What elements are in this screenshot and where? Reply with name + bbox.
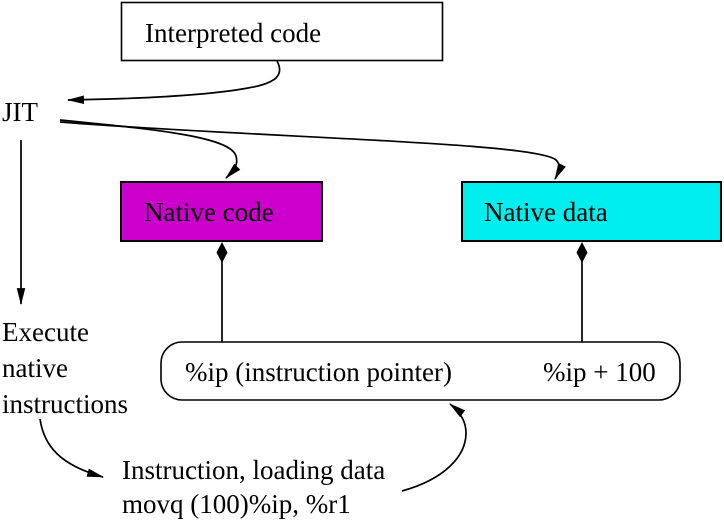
arrow-execute-to-instruction [39, 418, 105, 478]
instruction-label-line1: Instruction, loading data [122, 455, 385, 485]
jit-label: JIT [2, 97, 38, 127]
execute-label-line1: Execute [2, 317, 89, 347]
instruction-label-line2: movq (100)%ip, %r1 [122, 489, 351, 519]
interpreted-code-box [120, 1, 444, 62]
execute-label: Execute native instructions [2, 317, 128, 419]
diamond-arrowhead-native-code [216, 242, 228, 263]
instruction-pointer-box [160, 341, 681, 401]
native-code-box [120, 181, 323, 242]
ip-pointer-label: %ip (instruction pointer) [185, 357, 452, 387]
interpreted-code-label: Interpreted code [145, 18, 321, 48]
execute-label-line2: native [2, 353, 68, 383]
instruction-label: Instruction, loading data movq (100)%ip,… [122, 455, 392, 519]
ip-plus-100-label: %ip + 100 [543, 357, 656, 387]
native-data-box [461, 181, 722, 242]
arrow-interpreted-to-jit [66, 60, 281, 104]
diamond-arrowhead-native-data [576, 242, 588, 263]
arrow-instruction-to-ip-box [401, 403, 467, 492]
execute-label-line3: instructions [2, 389, 128, 419]
native-code-label: Native code [144, 197, 274, 227]
arrow-jit-to-native-data [59, 121, 566, 180]
native-data-label: Native data [484, 197, 608, 227]
